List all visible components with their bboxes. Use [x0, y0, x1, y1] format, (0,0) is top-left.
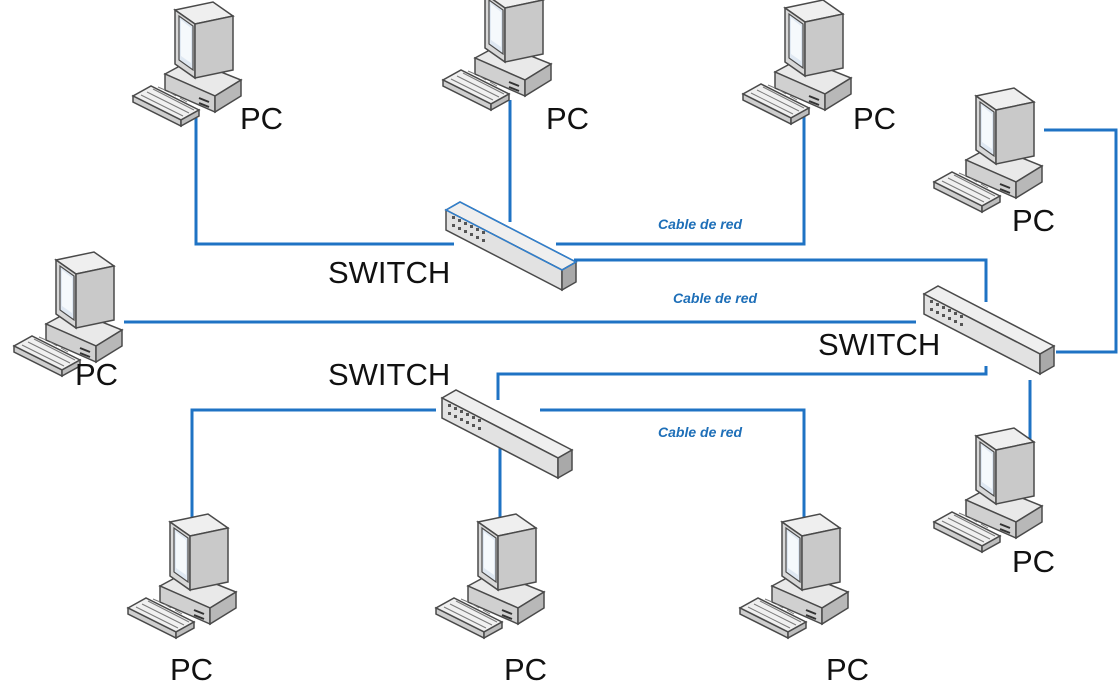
cable-pc1-sw1 — [194, 118, 454, 246]
pc-label: PC — [1012, 203, 1055, 238]
switch-label: SWITCH — [818, 327, 940, 362]
cable-pc3-sw1 — [556, 116, 806, 246]
cable-label: Cable de red — [658, 216, 742, 232]
pc-label: PC — [75, 357, 118, 392]
switch-icon — [441, 389, 573, 479]
computer-icon — [933, 87, 1043, 213]
cable-pc7-sw3 — [190, 408, 436, 520]
computer-icon — [742, 0, 852, 125]
computer-icon — [442, 0, 552, 111]
computer-icon — [435, 513, 545, 639]
pc-label: PC — [826, 652, 869, 687]
pc-label: PC — [1012, 544, 1055, 579]
cable-pc9-sw3 — [540, 408, 806, 520]
switch-label: SWITCH — [328, 357, 450, 392]
pc-label: PC — [170, 652, 213, 687]
pc-label: PC — [546, 101, 589, 136]
pc-label: PC — [240, 101, 283, 136]
switch-icon — [923, 285, 1055, 375]
computer-icon — [127, 513, 237, 639]
cable-sw1-sw2 — [574, 258, 988, 302]
switch-icon — [444, 201, 578, 291]
pc-label: PC — [853, 101, 896, 136]
cable-label: Cable de red — [658, 424, 742, 440]
pc-label: PC — [504, 652, 547, 687]
cable-pc5-sw2 — [1044, 128, 1118, 354]
cable-sw3-sw2 — [496, 366, 988, 400]
cable-label: Cable de red — [673, 290, 757, 306]
computer-icon — [132, 1, 242, 127]
computer-icon — [933, 427, 1043, 553]
switch-label: SWITCH — [328, 255, 450, 290]
computer-icon — [739, 513, 849, 639]
cables — [124, 100, 1118, 520]
